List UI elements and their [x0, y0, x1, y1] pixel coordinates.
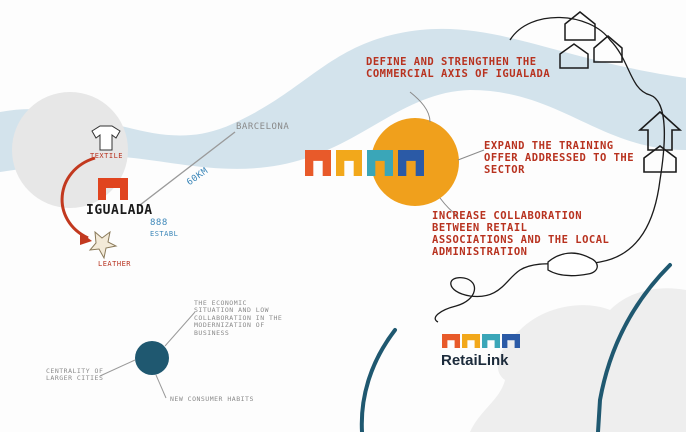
map-silhouette [470, 288, 686, 432]
red-arrow [60, 156, 96, 240]
barcelona-line [139, 131, 236, 206]
orange-line-3 [439, 197, 459, 217]
barcelona-label: BARCELONA [236, 122, 290, 132]
logo-block-4 [398, 150, 424, 176]
teal-line-3 [155, 374, 167, 399]
brand-logo-block-3 [482, 334, 500, 348]
shops-count: 888 [150, 218, 168, 228]
teal-node [135, 341, 169, 375]
grey-center-text: THE ECONOMIC SITUATION AND LOW COLLABORA… [194, 299, 283, 337]
house-icon-1 [564, 11, 596, 41]
teal-arc-left [359, 328, 397, 432]
teal-line-1 [164, 311, 196, 347]
teal-line-2 [99, 359, 136, 377]
goal-1: DEFINE AND STRENGTHEN THE COMMERCIAL AXI… [366, 56, 551, 81]
grey-bottom-text: NEW CONSUMER HABITS [170, 395, 254, 403]
logo-block-1 [305, 150, 331, 176]
orange-line-1 [409, 91, 431, 123]
tshirt-sketch [91, 125, 121, 151]
goal-2: EXPAND THE TRAINING OFFER ADDRESSED TO T… [484, 140, 635, 177]
red-arrow-head [80, 232, 92, 245]
brand-logo-block-4 [502, 334, 520, 348]
brand-logo [442, 334, 522, 348]
textile-label: TEXTILE [90, 152, 124, 160]
house-icon-2 [559, 43, 589, 69]
wave-band [0, 28, 686, 172]
brand-logo-block-2 [462, 334, 480, 348]
grey-left-text: CENTRALITY OF LARGER CITIES [46, 367, 104, 383]
orange-circle [371, 118, 459, 206]
city-name: IGUALADA [86, 203, 153, 218]
igualada-arch [98, 178, 128, 200]
up-arrow-icon-2 [643, 145, 677, 173]
house-icon-3 [593, 35, 623, 63]
brand-logo-block-1 [442, 334, 460, 348]
shops-unit: establ [150, 230, 179, 238]
teal-arc-right [596, 263, 672, 432]
main-logo [305, 150, 425, 178]
handshake-icon [547, 252, 598, 277]
logo-block-3 [367, 150, 393, 176]
leather-label: LEATHER [98, 260, 132, 268]
brand-name: RetaiLink [441, 352, 509, 369]
logo-block-2 [336, 150, 362, 176]
leather-sketch [88, 230, 118, 260]
goal-3: INCREASE COLLABORATION BETWEEN RETAIL AS… [432, 210, 610, 259]
orange-line-2 [457, 149, 485, 161]
up-arrow-icon [637, 110, 683, 151]
